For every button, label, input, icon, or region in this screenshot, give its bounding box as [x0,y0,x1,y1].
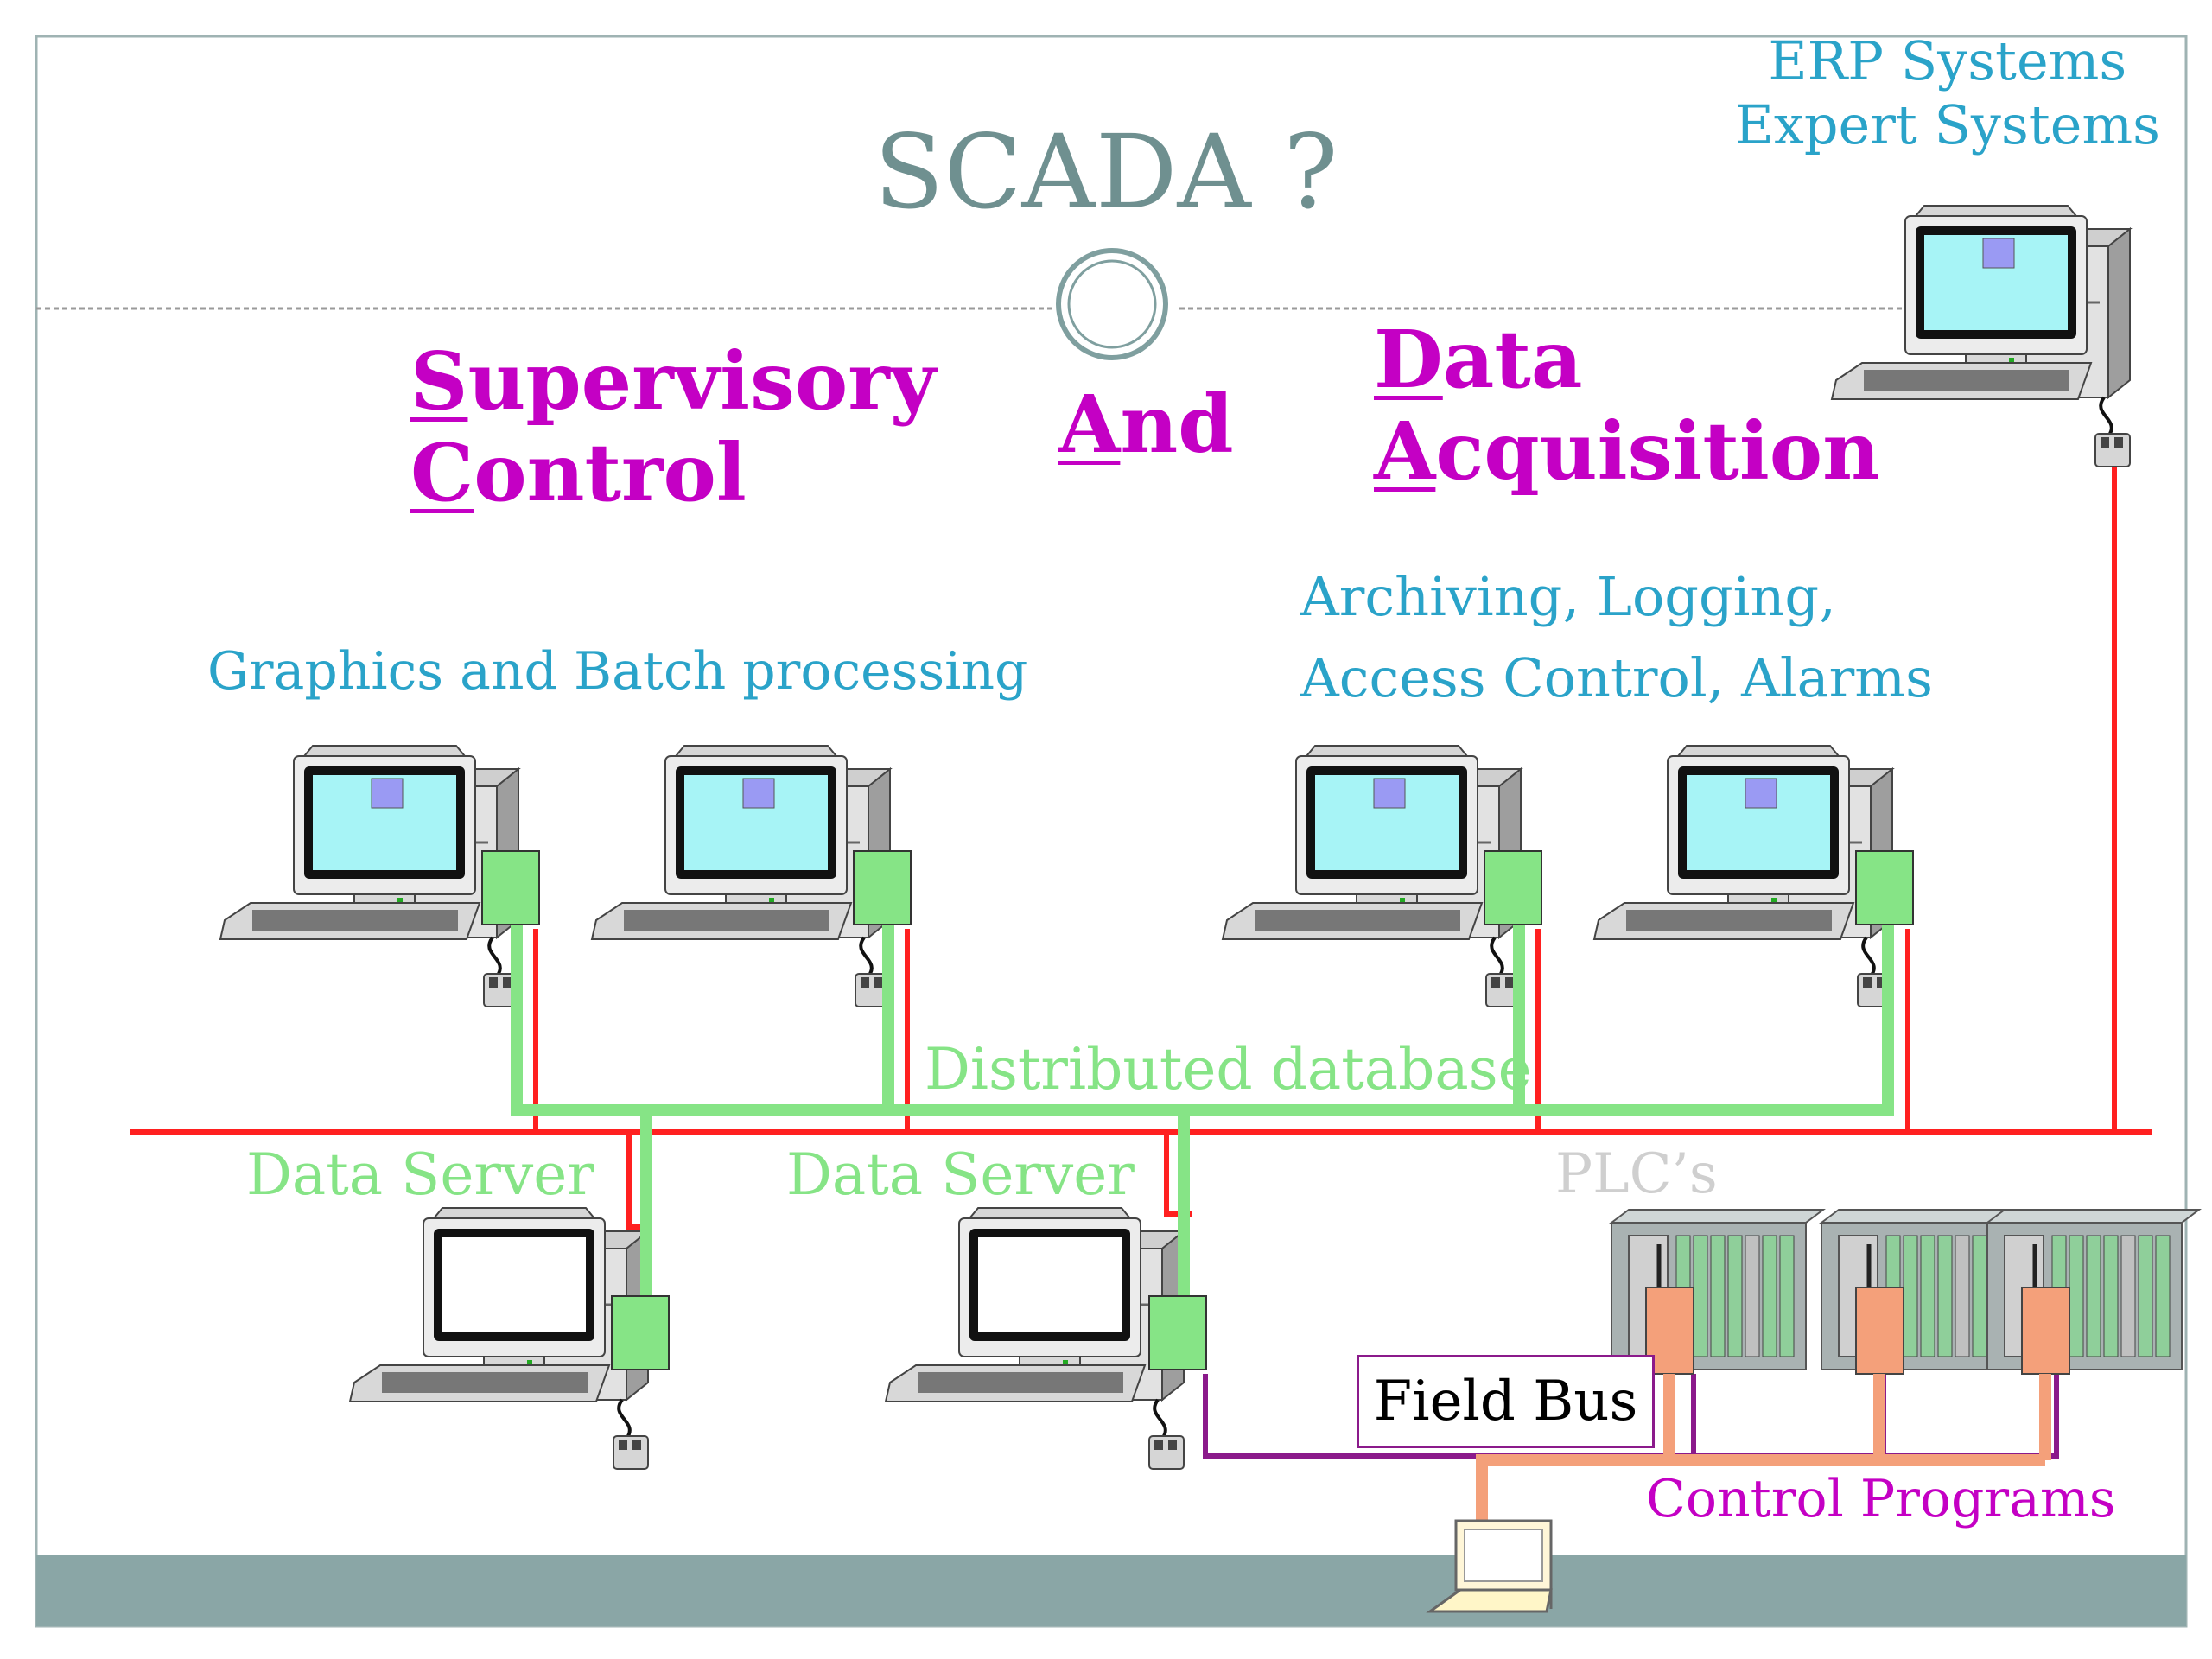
plcs-label: PLC’s [1555,1142,1718,1206]
data-rest: ata [1442,313,1583,406]
and-rest: nd [1120,378,1234,471]
data-acquisition-heading: Data Acquisition [1374,320,1880,503]
computer-icon [884,1206,1185,1471]
data-server-label-1: Data Server [246,1141,594,1208]
plc-rack-icon [1987,1210,2199,1374]
footer-bar [36,1555,2186,1626]
supervisory-rest: upervisory [467,334,937,428]
archiving-line-2: Access Control, Alarms [1300,646,1933,709]
distributed-database-label: Distributed database [925,1036,1532,1103]
computer-icon [219,744,520,1008]
laptop-icon [1426,1519,1553,1613]
plc-rack-icon [1611,1210,1823,1374]
supervisory-control-heading: Supervisory Control [410,341,936,524]
control-rest: ontrol [474,426,747,519]
network-lines [130,436,2152,1230]
ring-icon [1056,248,1168,360]
and-heading: And [1058,385,1234,464]
control-lines [1476,1374,2051,1525]
control-programs-label: Control Programs [1646,1469,2116,1529]
computer-icon [590,744,892,1008]
supervisory-initial: S [410,334,468,428]
page-title: SCADA ? [874,112,1338,232]
archiving-line-1: Archiving, Logging, [1300,565,1836,628]
computer-icon [348,1206,650,1471]
data-server-label-2: Data Server [786,1141,1135,1208]
archiving-label: Archiving, Logging, Access Control, Alar… [1300,570,1933,733]
and-initial: A [1058,378,1121,471]
graphics-label: Graphics and Batch processing [207,641,1028,702]
control-initial: C [410,426,474,519]
computer-icon [1221,744,1522,1008]
erp-line-1: ERP Systems [1768,29,2127,92]
acquisition-initial: A [1374,404,1436,498]
erp-line-2: Expert Systems [1734,93,2160,156]
network-cards [481,850,1914,1370]
field-bus-label: Field Bus [1357,1355,1655,1448]
acquisition-rest: cquisition [1435,404,1881,498]
database-lines [511,925,1894,1296]
data-initial: D [1374,313,1443,406]
computer-icon [1592,744,1894,1008]
erp-label: ERP Systems Expert Systems [1735,35,2160,162]
